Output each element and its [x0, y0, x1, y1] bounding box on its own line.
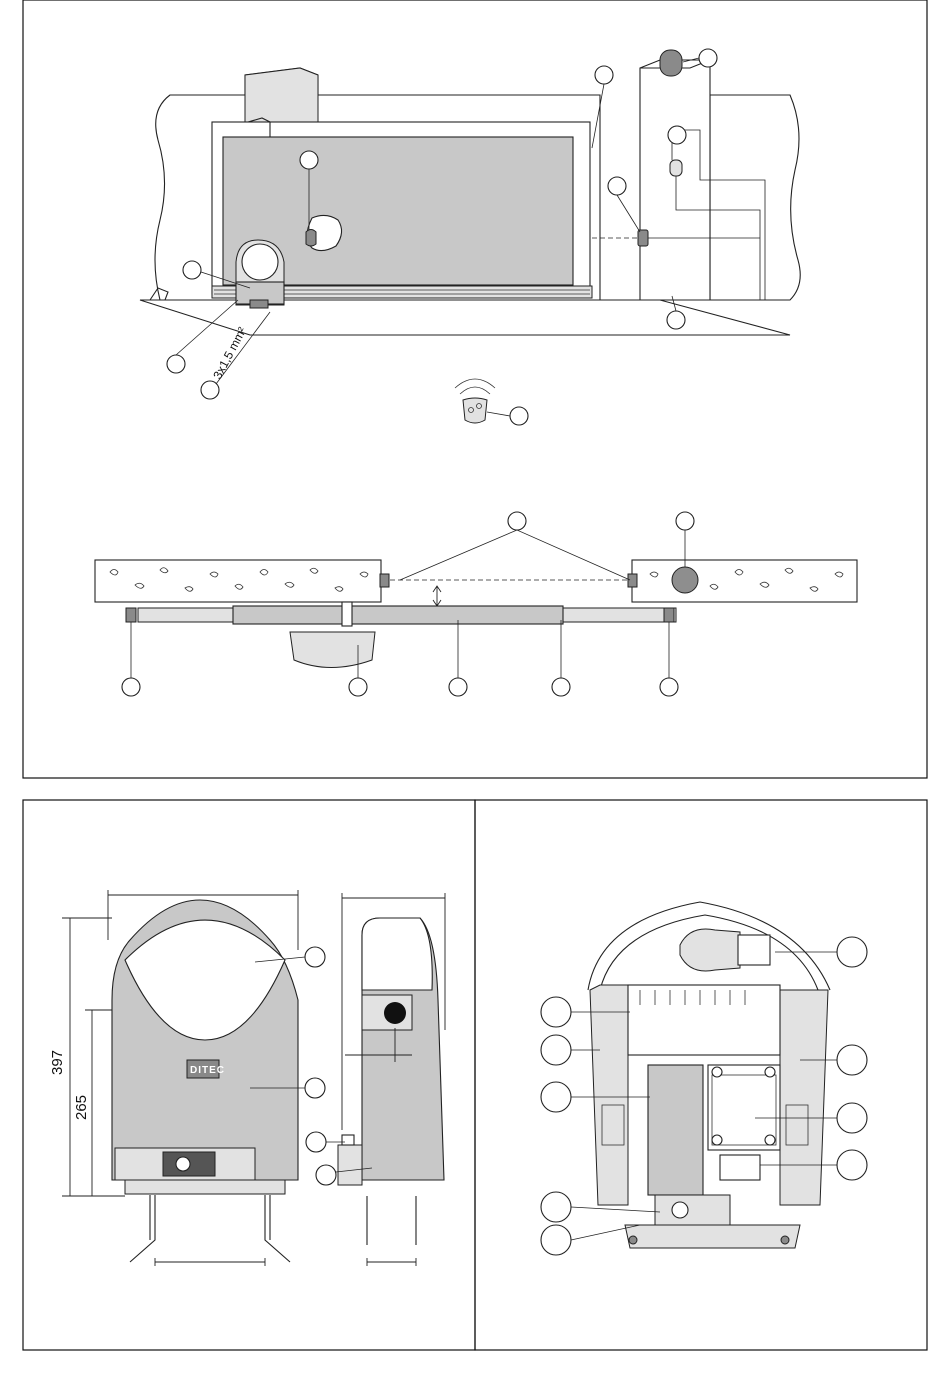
plan-stop-right: [664, 608, 674, 622]
plan-wall-right: [632, 560, 857, 602]
callout-gate: [595, 66, 613, 84]
plan-clearance-arrow: [433, 586, 441, 606]
cable-spec-label: 3x1,5 mm²: [210, 325, 249, 382]
lamp-bulb: [680, 929, 740, 971]
internal-side-left: [590, 985, 628, 1205]
callout-transformer: [541, 1082, 571, 1112]
release-lock-icon: [176, 1157, 190, 1171]
callout-plan-stop-right: [660, 678, 678, 696]
gate-perspective-view: 3x1,5 mm²: [140, 49, 800, 425]
callout-right-side: [837, 1045, 867, 1075]
callout-top-board: [541, 997, 571, 1027]
wall-pillar: [245, 68, 318, 125]
motor-side-tab: [342, 1135, 354, 1145]
side-base-dim: [367, 1258, 416, 1266]
motor-dome: [242, 244, 278, 280]
callout-terminal-block: [837, 1150, 867, 1180]
photocell-receiver-icon: [638, 230, 648, 246]
motor-terminal: [250, 300, 268, 308]
plan-gate-rack: [233, 606, 563, 624]
callout-base: [316, 1165, 336, 1185]
plan-photocell-right: [628, 574, 637, 587]
key-selector-icon: [670, 160, 682, 176]
plan-wall-left: [95, 560, 381, 602]
right-wall: [710, 95, 800, 300]
motor-front-base: [125, 1180, 285, 1194]
internal-transformer: [648, 1065, 703, 1195]
height-body-label: 265: [73, 1095, 90, 1120]
callout-plan-motor: [349, 678, 367, 696]
callout-plan-stop-left: [122, 678, 140, 696]
callout-housing: [305, 1078, 325, 1098]
plan-photocell-left: [380, 574, 389, 587]
plan-gate-guide: [342, 602, 352, 626]
flashing-light-icon: [660, 50, 682, 76]
front-base-dim: [155, 1258, 265, 1266]
anchor-bolts-front: [130, 1195, 290, 1262]
callout-cover: [305, 947, 325, 967]
remote-control: [455, 379, 495, 423]
motor-side-top: [362, 918, 432, 990]
callout-plan-flashing-light: [676, 512, 694, 530]
motor-side-bracket: [338, 1145, 362, 1185]
callout-plan-gate: [552, 678, 570, 696]
callout-bracket: [306, 1132, 326, 1152]
right-column: [640, 60, 710, 300]
internal-release-unit: [655, 1195, 730, 1225]
motor-dimension-view: DITEC 397 265: [49, 890, 445, 1266]
callout-release: [541, 1192, 571, 1222]
callout-stop: [667, 311, 685, 329]
release-knob-icon: [672, 1202, 688, 1218]
callout-plan-photocells: [508, 512, 526, 530]
brand-logo: DITEC: [190, 1065, 225, 1076]
callout-supply-line: [167, 355, 185, 373]
terminal-block: [720, 1155, 760, 1180]
callout-left-side: [541, 1035, 571, 1065]
motor-internal-view: [541, 902, 867, 1255]
photocell-leader: [400, 530, 630, 580]
callout-remote: [510, 407, 528, 425]
plan-flashing-light: [672, 567, 698, 593]
callout-base-plate: [541, 1225, 571, 1255]
height-total-label: 397: [49, 1050, 66, 1075]
callout-control-board: [837, 1103, 867, 1133]
pinion-icon: [384, 1002, 406, 1024]
lamp-holder: [738, 935, 770, 965]
gate-plan-view: [95, 512, 857, 696]
callout-key-release: [300, 151, 318, 169]
remote-control-icon: [463, 398, 487, 423]
callout-flashing-light: [699, 49, 717, 67]
plan-stop-left: [126, 608, 136, 622]
key-release-icon: [306, 230, 316, 247]
internal-side-right: [780, 990, 828, 1205]
callout-plan-rack: [449, 678, 467, 696]
internal-top-board: [628, 985, 780, 1055]
callout-key-selector: [668, 126, 686, 144]
callout-motor: [183, 261, 201, 279]
anchor-bolts-side: [367, 1196, 416, 1245]
callout-lamp: [837, 937, 867, 967]
internal-base-plate: [625, 1225, 800, 1248]
plan-motor: [290, 632, 375, 668]
callout-photocell: [608, 177, 626, 195]
